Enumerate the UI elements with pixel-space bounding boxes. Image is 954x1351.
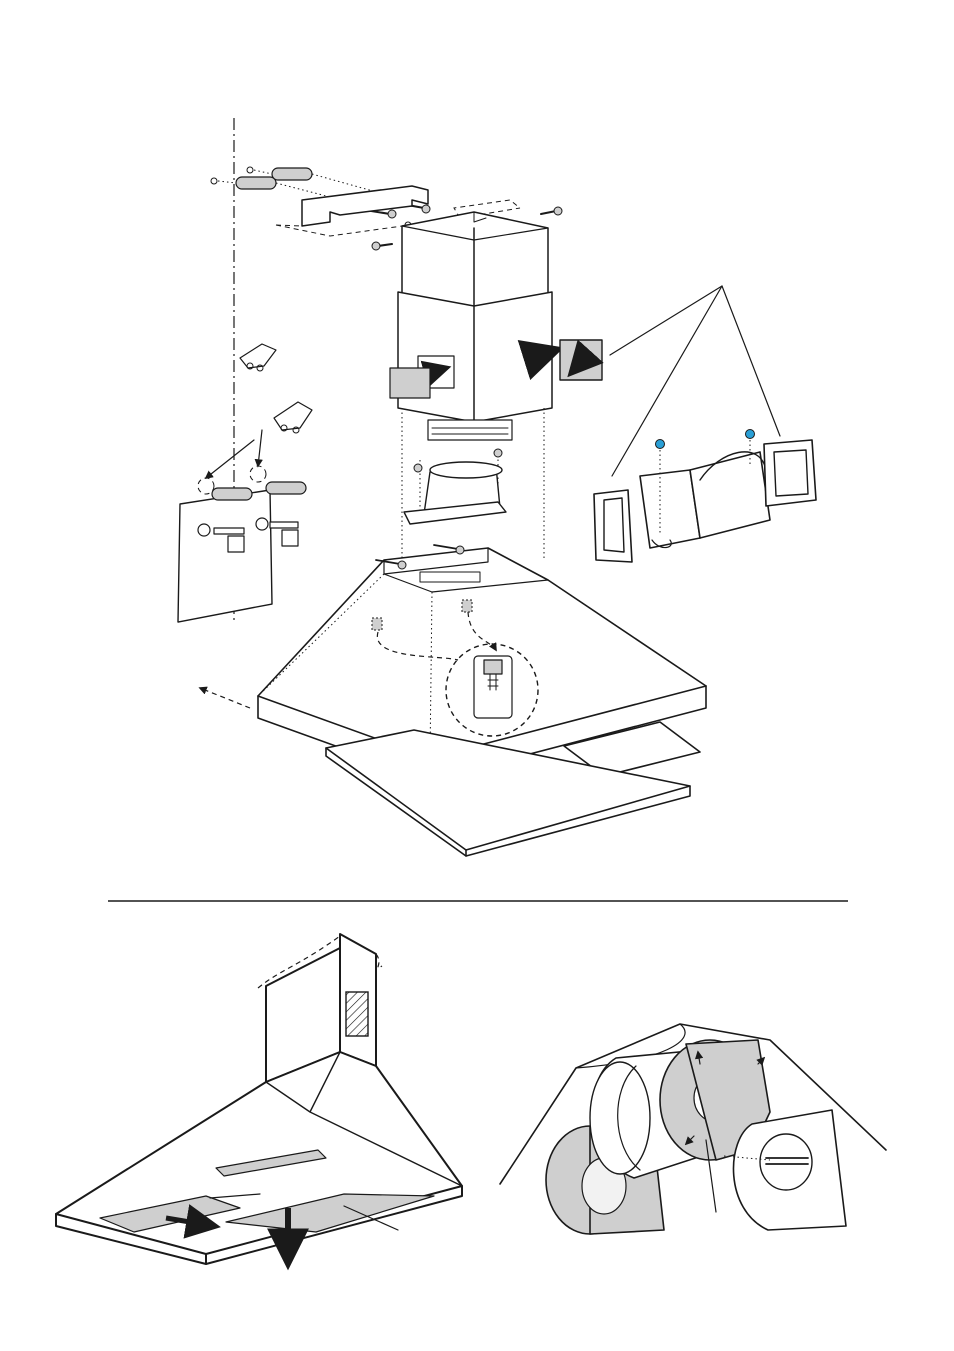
carbon-filter-motor bbox=[500, 1024, 886, 1234]
chimney-lower bbox=[390, 292, 556, 440]
hood-installed bbox=[56, 934, 462, 1264]
chimney-upper bbox=[402, 212, 548, 310]
side-grille bbox=[560, 286, 780, 476]
deflector-adapter bbox=[404, 449, 506, 524]
vent-grille bbox=[346, 992, 368, 1036]
exploded-assembly bbox=[178, 118, 816, 856]
screw-icon bbox=[746, 430, 755, 439]
screw-icon bbox=[656, 440, 665, 449]
wall-template bbox=[178, 344, 312, 622]
